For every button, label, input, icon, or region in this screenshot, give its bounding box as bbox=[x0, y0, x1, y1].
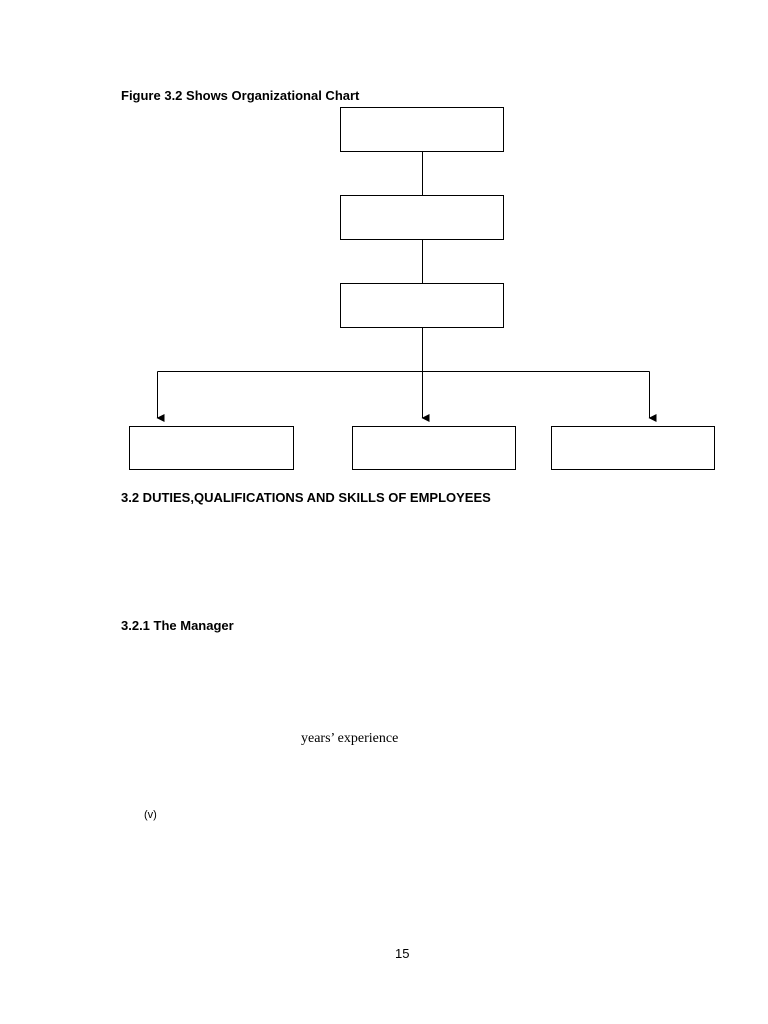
org-box-level-3 bbox=[340, 283, 504, 328]
org-box-level-4-right bbox=[551, 426, 715, 470]
org-box-level-2 bbox=[340, 195, 504, 240]
subsection-heading: 3.2.1 The Manager bbox=[121, 618, 234, 633]
org-box-level-4-left bbox=[129, 426, 294, 470]
organizational-chart bbox=[129, 107, 715, 470]
org-box-level-4-center bbox=[352, 426, 516, 470]
section-heading: 3.2 DUTIES,QUALIFICATIONS AND SKILLS OF … bbox=[121, 490, 491, 505]
org-box-level-1 bbox=[340, 107, 504, 152]
page-number: 15 bbox=[395, 946, 410, 961]
list-marker: (v) bbox=[144, 809, 157, 821]
figure-caption: Figure 3.2 Shows Organizational Chart bbox=[121, 88, 360, 103]
experience-text: years’ experience bbox=[301, 731, 399, 746]
